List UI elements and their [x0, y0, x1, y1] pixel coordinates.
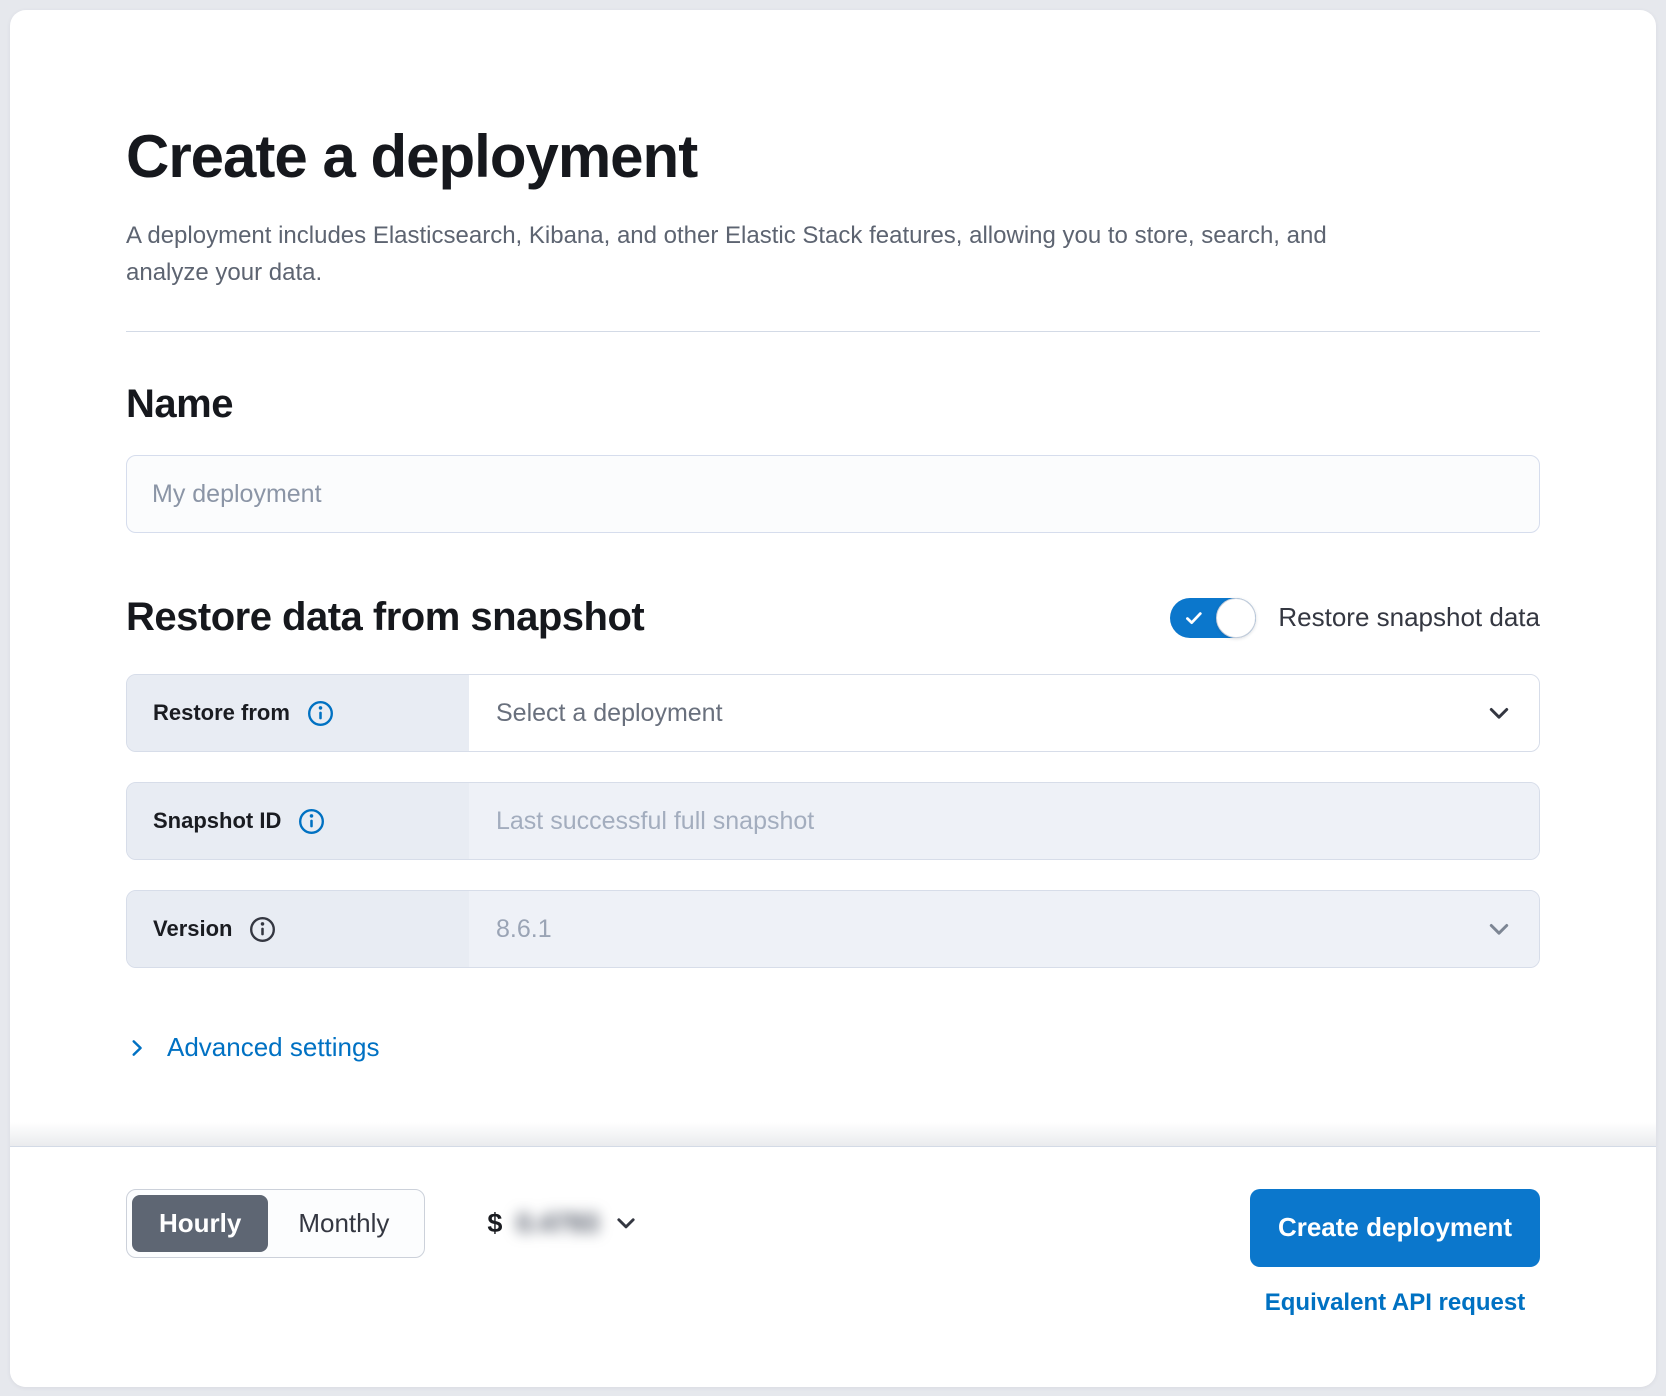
header-divider — [126, 331, 1540, 332]
snapshot-section-heading: Restore data from snapshot — [126, 595, 645, 639]
name-section-heading: Name — [126, 382, 233, 426]
chevron-down-icon — [1485, 915, 1513, 943]
snapshot-id-field — [469, 783, 1539, 859]
restore-snapshot-toggle[interactable] — [1170, 597, 1257, 638]
version-label: Version — [153, 916, 233, 941]
restore-from-select[interactable]: Select a deployment — [469, 675, 1539, 751]
info-icon[interactable] — [307, 700, 334, 727]
snapshot-id-label: Snapshot ID — [153, 808, 282, 833]
restore-from-label-cell: Restore from — [127, 675, 469, 751]
version-label-cell: Version — [127, 891, 469, 967]
billing-monthly-button[interactable]: Monthly — [268, 1195, 419, 1252]
billing-and-price: Hourly Monthly $ 0.4793 — [126, 1188, 639, 1258]
snapshot-id-row: Snapshot ID — [126, 782, 1540, 860]
version-select-value: 8.6.1 — [496, 914, 552, 943]
price-currency: $ — [487, 1207, 503, 1238]
price-value-blurred: 0.4793 — [516, 1207, 600, 1238]
footer-shadow — [10, 1121, 1656, 1146]
snapshot-id-input[interactable] — [496, 806, 1513, 836]
create-deployment-card: Create a deployment A deployment include… — [10, 10, 1656, 1387]
version-row: Version 8.6.1 — [126, 890, 1540, 968]
snapshot-section-header: Restore data from snapshot Restore snaps… — [126, 595, 1540, 640]
restore-snapshot-toggle-label: Restore snapshot data — [1278, 602, 1540, 632]
billing-hourly-button[interactable]: Hourly — [132, 1194, 269, 1252]
chevron-down-icon — [613, 1210, 639, 1236]
footer-actions: Create deployment Equivalent API request — [1250, 1188, 1540, 1317]
restore-from-label: Restore from — [153, 700, 290, 725]
toggle-knob — [1216, 597, 1257, 638]
bottom-bar: Hourly Monthly $ 0.4793 Create deploymen… — [10, 1145, 1656, 1387]
advanced-settings-link[interactable]: Advanced settings — [126, 1032, 379, 1063]
restore-from-select-value: Select a deployment — [496, 698, 723, 727]
restore-snapshot-toggle-group: Restore snapshot data — [1170, 597, 1540, 638]
advanced-settings-label: Advanced settings — [167, 1032, 380, 1062]
create-deployment-button[interactable]: Create deployment — [1250, 1188, 1540, 1267]
page-subtitle: A deployment includes Elasticsearch, Kib… — [126, 222, 1327, 286]
deployment-name-input[interactable] — [126, 455, 1540, 533]
equivalent-api-request-link[interactable]: Equivalent API request — [1264, 1288, 1526, 1316]
billing-interval-group: Hourly Monthly — [126, 1188, 426, 1258]
info-icon[interactable] — [249, 916, 276, 943]
check-icon — [1182, 607, 1206, 629]
info-icon[interactable] — [298, 808, 325, 835]
main-content: Create a deployment A deployment include… — [10, 10, 1656, 1122]
page-title: Create a deployment — [126, 123, 698, 190]
chevron-right-icon — [126, 1037, 148, 1059]
snapshot-id-label-cell: Snapshot ID — [127, 783, 469, 859]
price-dropdown[interactable]: $ 0.4793 — [487, 1208, 639, 1239]
chevron-down-icon — [1485, 699, 1513, 727]
version-select: 8.6.1 — [469, 891, 1539, 967]
restore-from-row: Restore from Select a deployment — [126, 674, 1540, 752]
